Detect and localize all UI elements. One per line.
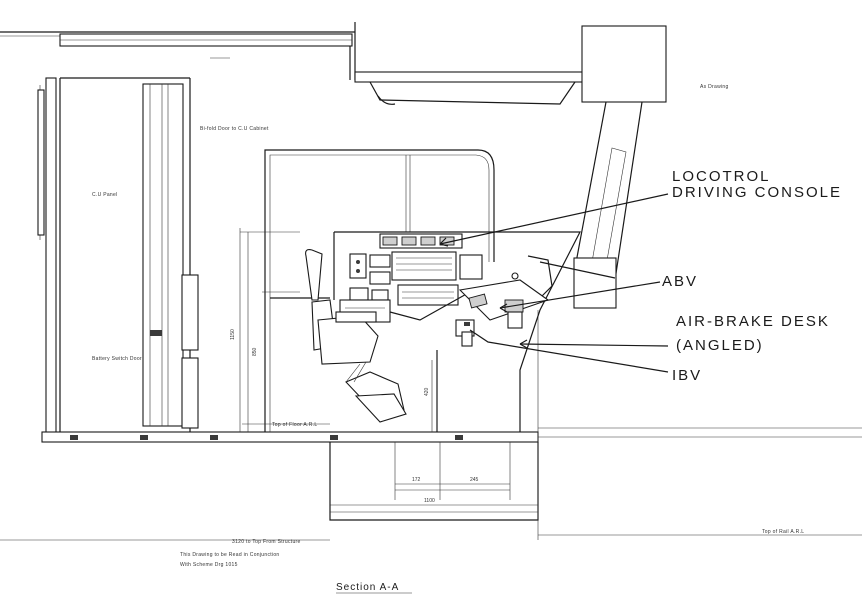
cu-panel-note: C.U Panel <box>92 192 118 198</box>
leader-lines <box>439 193 669 373</box>
roof-structure <box>0 22 667 105</box>
air-brake-label-line2: (ANGLED) <box>676 337 764 354</box>
top-right-note: As Drawing <box>700 84 729 90</box>
floor <box>0 310 862 541</box>
bifold-door-note: Bi-fold Door to C.U Cabinet <box>200 126 269 132</box>
driver-seat <box>305 249 407 423</box>
dim-172: 172 <box>412 477 421 483</box>
top-of-rail-note: Top of Rail A.R.L <box>762 529 804 535</box>
window-frame <box>239 149 495 432</box>
dim-245: 245 <box>470 477 479 483</box>
small-notes: C.U Panel Bi-fold Door to C.U Cabinet Ba… <box>92 84 804 568</box>
front-pillar <box>539 101 643 309</box>
dim-1150: 1150 <box>230 329 236 340</box>
battery-switch-door-note: Battery Switch Door <box>92 356 142 362</box>
dimensions <box>242 232 538 506</box>
driving-console <box>333 231 581 432</box>
read-note-line2: With Scheme Drg 1015 <box>180 562 238 568</box>
dim-420: 420 <box>424 387 430 396</box>
floor-level-note: Top of Floor A.R.L <box>272 422 317 428</box>
dim-850: 850 <box>252 347 258 356</box>
callouts: LOCOTROL DRIVING CONSOLE ABV AIR-BRAKE D… <box>662 168 842 384</box>
dim-1100: 1100 <box>424 498 435 504</box>
dimension-labels: 1150 850 420 172 245 1100 <box>230 329 479 504</box>
section-title-text: Section A-A <box>336 582 399 593</box>
air-brake-label-line1: AIR-BRAKE DESK <box>676 313 830 330</box>
locotrol-label-line1: LOCOTROL <box>672 168 771 185</box>
ibv-label: IBV <box>672 367 702 384</box>
read-note-line1: This Drawing to be Read in Conjunction <box>180 552 280 558</box>
abv-label: ABV <box>662 273 698 290</box>
air-brake-desk <box>455 255 553 347</box>
left-wall <box>37 77 199 441</box>
section-title: Section A-A <box>336 582 412 594</box>
structure-note: 3120 to Top From Structure <box>232 539 301 545</box>
locotrol-label-line2: DRIVING CONSOLE <box>672 184 842 201</box>
